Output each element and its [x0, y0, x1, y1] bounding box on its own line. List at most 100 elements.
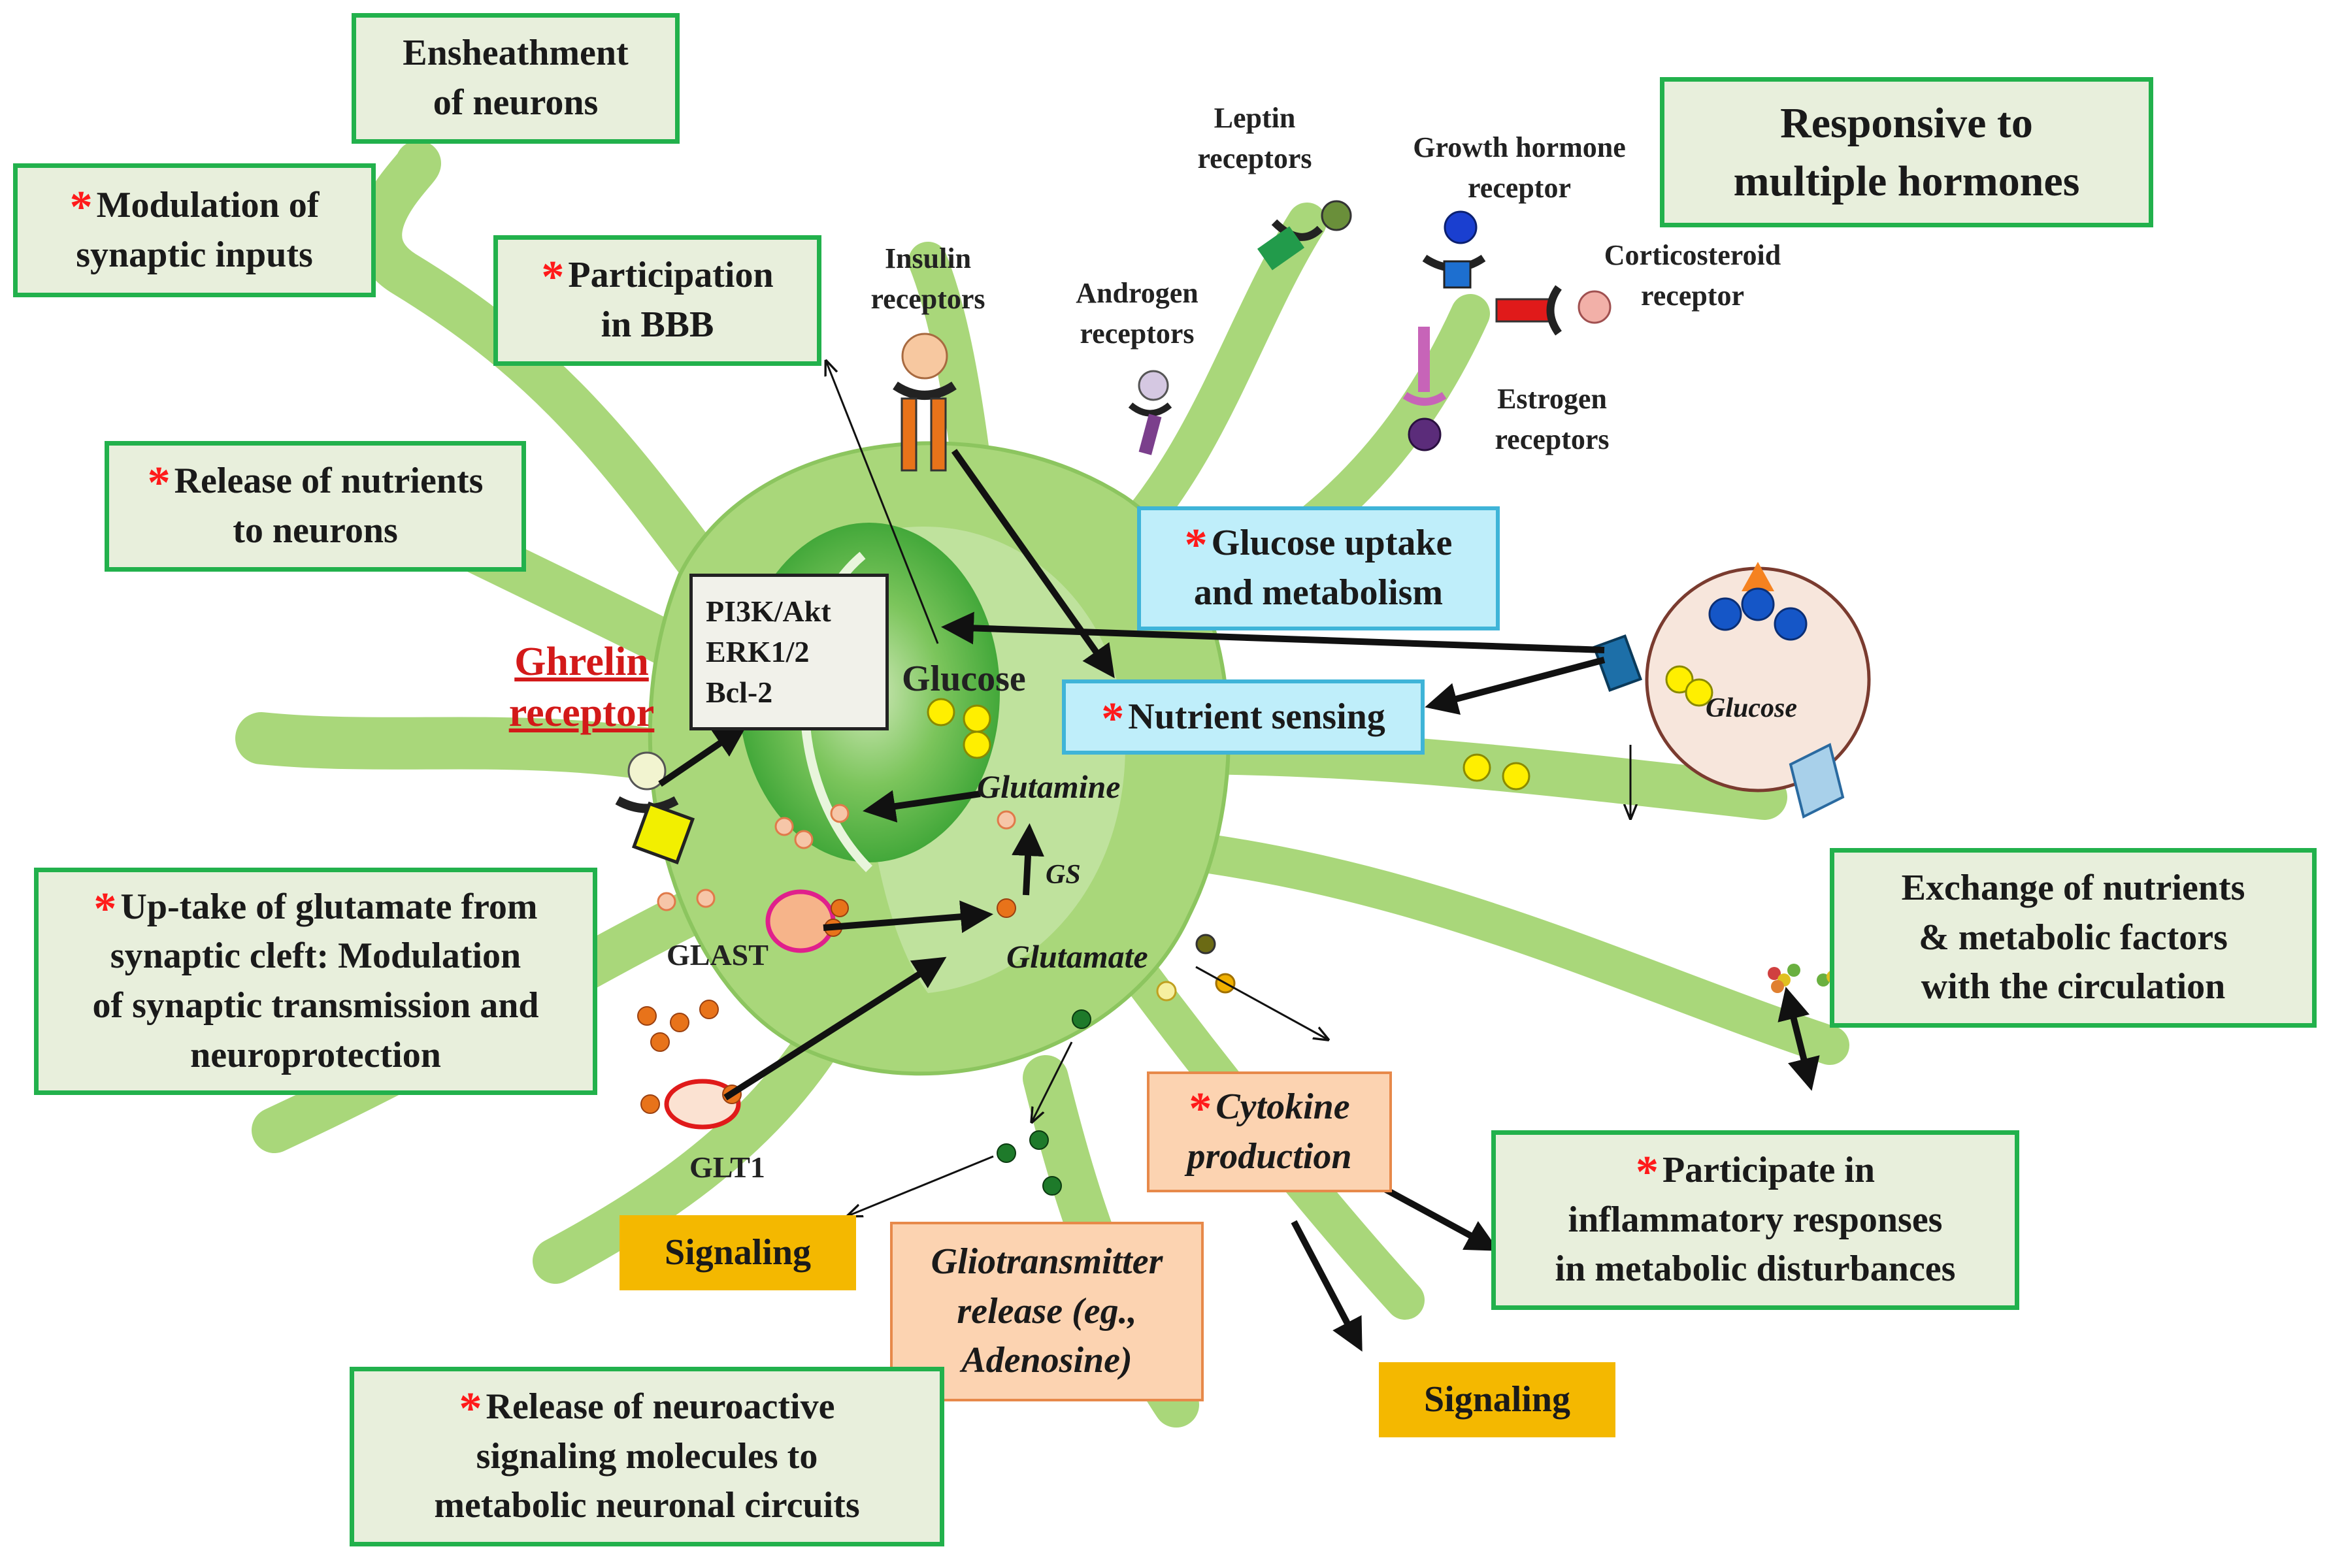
gliotransmitter-label-1: Gliotransmitter: [931, 1241, 1163, 1282]
arrow-cytokine-to-inflammatory: [1377, 1183, 1499, 1251]
glucose-uptake-box: *Glucose uptake and metabolism: [1137, 506, 1500, 630]
estrogen-receptors-label: Estrogen receptors: [1495, 383, 1610, 455]
gliotransmitter-label-3: Adenosine): [961, 1340, 1132, 1381]
arrow-signaling-left: [850, 1155, 994, 1215]
arrow-glt1-to-glutamate: [723, 956, 947, 1101]
ghrelin-receptor-label: Ghrelin receptor: [493, 637, 670, 738]
participation-label-1: Participation: [568, 255, 774, 296]
corticosteroid-receptor-label: Corticosteroid receptor: [1604, 239, 1781, 312]
gs-label: GS: [1046, 860, 1081, 890]
uptake-glutamate-line1: *Up-take of glutamate from: [93, 883, 537, 932]
asterisk: *: [69, 182, 93, 233]
androgen-receptors-label: Androgen receptors: [1076, 277, 1199, 350]
uptake-glutamate-label-2: synaptic cleft: Modulation: [110, 936, 521, 977]
estrogen-receptor-icon: [1402, 327, 1447, 451]
blood-vessel: [1592, 562, 1871, 819]
signaling-box-left: Signaling: [620, 1215, 856, 1290]
release-nutrients-line1: *Release of nutrients: [148, 457, 484, 506]
process-left-mid: [235, 712, 699, 784]
arrow-ghrelin-to-pathway: [658, 725, 748, 787]
inflammatory-label-2: inflammatory responses: [1568, 1199, 1943, 1240]
glucose-molecules: [927, 698, 1530, 791]
asterisk: *: [1184, 520, 1208, 571]
gliotransmitter-molecules: [997, 1009, 1091, 1196]
glucose-vessel-label: Glucose: [1706, 693, 1797, 723]
asterisk: *: [1189, 1083, 1212, 1134]
inflammatory-box: *Participate in inflammatory responses i…: [1491, 1130, 2019, 1310]
glucose-uptake-line1: *Glucose uptake: [1185, 519, 1453, 568]
glutamine-label: Glutamine: [977, 768, 1121, 805]
uptake-glutamate-label-3: of synaptic transmission and: [92, 985, 539, 1026]
process-bottom-left: [533, 1022, 840, 1284]
neuroactive-label-2: signaling molecules to: [476, 1435, 818, 1477]
asterisk: *: [1101, 693, 1125, 744]
arrow-glutamine-out: [863, 790, 981, 823]
asterisk: *: [541, 252, 565, 303]
release-nutrients-label-1: Release of nutrients: [174, 461, 484, 502]
arrow-vessel-to-nutrient-sensing: [1425, 657, 1606, 715]
nutrient-sensing-box: *Nutrient sensing: [1062, 679, 1425, 755]
glt1-transporter-icon: [664, 1079, 741, 1130]
responsive-hormones-box: Responsive to multiple hormones: [1660, 77, 2153, 227]
signaling-box-right: Signaling: [1379, 1362, 1615, 1437]
glucose-uptake-label-2: and metabolism: [1193, 572, 1444, 613]
inflammatory-line1: *Participate in: [1636, 1146, 1875, 1196]
modulation-text: *Modulation of synaptic inputs: [38, 181, 352, 280]
androgen-receptor-icon: [1128, 370, 1172, 455]
signaling-left-label: Signaling: [664, 1232, 812, 1273]
glutamate-label: Glutamate: [1006, 938, 1148, 975]
cytokine-box: *Cytokine production: [1147, 1071, 1392, 1192]
arrow-exchange-bidirectional: [1777, 987, 1820, 1091]
participation-line1: *Participation: [541, 251, 773, 301]
arrow-gs: [1012, 823, 1044, 896]
neuroactive-box: *Release of neuroactive signaling molecu…: [350, 1367, 944, 1546]
ensheathment-box: Ensheathment of neurons: [352, 13, 680, 144]
modulation-box: *Modulation of synaptic inputs: [13, 163, 376, 297]
arrow-glutamate-to-cytokine: [1195, 966, 1327, 1039]
pathway-label-2: ERK1/2: [706, 634, 810, 668]
insulin-receptor-icon: [893, 333, 957, 472]
leptin-receptors-label: Leptin receptors: [1197, 102, 1312, 174]
growth-hormone-receptor-icon: [1422, 210, 1486, 289]
release-nutrients-label-2: to neurons: [233, 510, 398, 551]
inflammatory-label-1: Participate in: [1662, 1150, 1876, 1191]
process-top-left: [356, 140, 742, 611]
pathway-box: PI3K/Akt ERK1/2 Bcl-2: [689, 574, 889, 730]
growth-hormone-receptor-label: Growth hormone receptor: [1413, 131, 1626, 204]
exchange-particles: [1768, 964, 1840, 993]
arrow-to-bbb: [827, 363, 939, 644]
ghrelin-label-1: Ghrelin: [514, 640, 649, 684]
cytokine-label-2: production: [1187, 1135, 1352, 1177]
asterisk: *: [93, 883, 117, 934]
arrow-vessel-to-glucose: [941, 612, 1605, 653]
inflammatory-label-3: in metabolic disturbances: [1555, 1249, 1956, 1290]
vessel-triangle-icon: [1742, 562, 1774, 591]
glutamine-molecules: [657, 804, 1016, 911]
pathway-label-1: PI3K/Akt: [706, 594, 831, 628]
glast-transporter-icon: [765, 889, 836, 953]
ghrelin-receptor-icon: [615, 751, 695, 865]
ensheathment-text: Ensheathment of neurons: [403, 33, 629, 123]
leptin-receptor-icon: [1257, 200, 1352, 270]
arrow-down-gliotransmitter: [1033, 1041, 1073, 1120]
participation-label-2: in BBB: [601, 304, 714, 345]
glucose-uptake-label-1: Glucose uptake: [1211, 523, 1453, 564]
glucose-cell-label: Glucose: [902, 659, 1026, 699]
exchange-label-2: & metabolic factors: [1919, 917, 2228, 958]
exchange-label-1: Exchange of nutrients: [1901, 868, 2245, 909]
cytokine-label-1: Cytokine: [1215, 1086, 1350, 1127]
exchange-label-3: with the circulation: [1921, 966, 2226, 1007]
participation-bbb-box: *Participation in BBB: [493, 235, 821, 366]
glutamate-molecules: [637, 898, 1016, 1114]
nutrient-sensing-line: *Nutrient sensing: [1101, 693, 1385, 742]
uptake-glutamate-label-4: neuroprotection: [190, 1034, 441, 1075]
neuroactive-label-1: Release of neuroactive: [486, 1386, 835, 1428]
responsive-label-1: Responsive to: [1780, 99, 2033, 147]
arrow-insulin-to-nutrient: [951, 449, 1115, 679]
process-right-lower: [1157, 830, 1849, 1065]
nutrient-sensing-label: Nutrient sensing: [1128, 696, 1385, 737]
modulation-label: Modulation of synaptic inputs: [76, 184, 320, 275]
asterisk: *: [459, 1384, 482, 1435]
exchange-box: Exchange of nutrients & metabolic factor…: [1830, 848, 2317, 1028]
responsive-label-2: multiple hormones: [1733, 157, 2080, 205]
